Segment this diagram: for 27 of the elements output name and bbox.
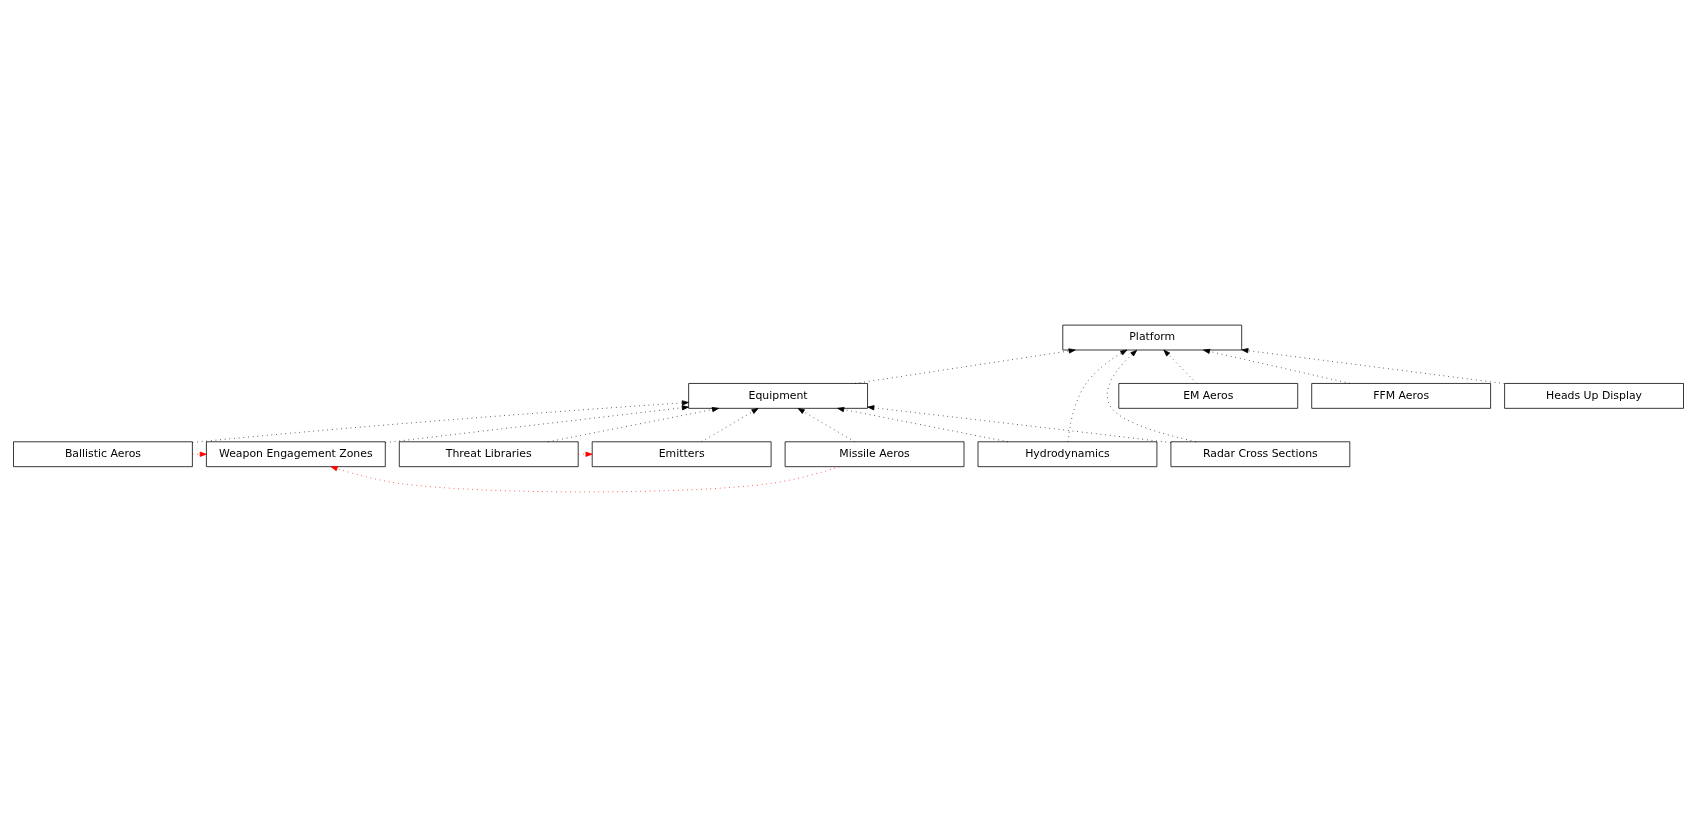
arrow bbox=[854, 347, 1076, 384]
arrow bbox=[385, 404, 689, 443]
arrow bbox=[578, 451, 593, 457]
node-box: Platform bbox=[1062, 324, 1243, 350]
arrow bbox=[547, 406, 719, 442]
arrow bbox=[1106, 349, 1197, 442]
node-box: Heads Up Display bbox=[1504, 382, 1684, 409]
node-box: Hydrodynamics bbox=[977, 440, 1158, 467]
arrow bbox=[1241, 347, 1505, 384]
arrow bbox=[192, 399, 689, 443]
node-box: Radar Cross Sections bbox=[1170, 440, 1351, 467]
node-box: Emitters bbox=[591, 440, 772, 467]
node-box: Equipment bbox=[688, 382, 868, 409]
node-box: Threat Libraries bbox=[398, 440, 579, 467]
arrow bbox=[330, 465, 840, 492]
node-box: Weapon Engagement Zones bbox=[206, 440, 386, 467]
arrow bbox=[797, 407, 855, 442]
node-box: EM Aeros bbox=[1118, 382, 1299, 409]
arrow bbox=[1067, 349, 1128, 442]
arrow bbox=[701, 407, 759, 442]
node-box: Ballistic Aeros bbox=[13, 440, 193, 467]
node-box: FFM Aeros bbox=[1311, 382, 1491, 409]
arrow bbox=[867, 404, 1172, 443]
arrow bbox=[1163, 349, 1198, 384]
arrow bbox=[837, 406, 1009, 442]
node-box: Missile Aeros bbox=[784, 440, 965, 467]
arrow bbox=[1203, 348, 1351, 384]
